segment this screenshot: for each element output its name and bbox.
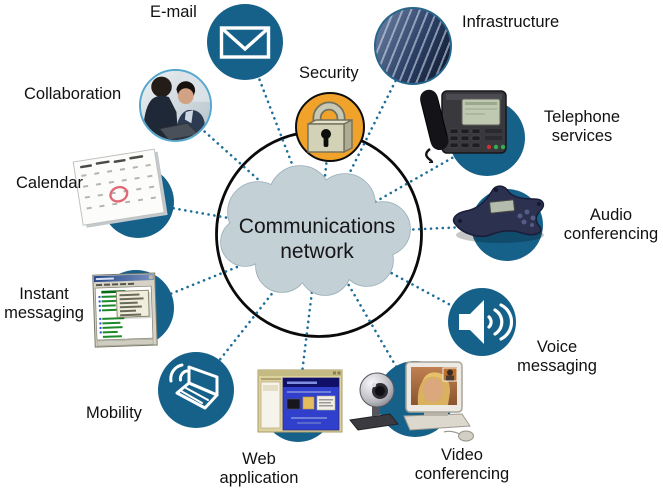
cloud-caption-line2: network <box>280 240 354 263</box>
instant-messaging-label: Instant messaging <box>4 285 84 322</box>
wireless-laptop-icon <box>169 363 219 410</box>
email-node <box>207 4 283 80</box>
security-label: Security <box>299 64 359 82</box>
webcam-monitor-photo <box>346 358 474 444</box>
calendar-sheet-photo <box>64 140 176 239</box>
audio-conferencing-label: Audio conferencing <box>563 206 659 243</box>
collaboration-label: Collaboration <box>24 85 122 103</box>
dotted-link-instant-messaging <box>131 232 321 311</box>
email-label: E-mail <box>150 3 197 21</box>
dotted-link-audio-conferencing <box>317 223 509 236</box>
cloud-shape <box>220 165 411 296</box>
infrastructure-node <box>374 7 452 85</box>
envelope-icon <box>219 26 271 59</box>
video-conferencing-label: Video conferencing <box>414 446 510 483</box>
buddy-list-screenshot <box>91 271 164 351</box>
people-meeting-photo <box>141 71 210 140</box>
voice-messaging-label: Voice messaging <box>517 338 597 375</box>
desk-phone-photo <box>412 83 514 163</box>
cloud-caption: Communications network <box>226 214 408 264</box>
padlock-icon <box>307 101 353 154</box>
web-application-label: Web application <box>219 450 299 487</box>
infrastructure-label: Infrastructure <box>462 13 560 31</box>
calendar-label: Calendar <box>16 174 83 192</box>
cloud-caption-line1: Communications <box>238 215 396 238</box>
browser-window-screenshot <box>257 369 345 436</box>
voice-messaging-node <box>448 288 516 356</box>
collaboration-node <box>139 69 212 142</box>
mobility-node <box>158 352 234 428</box>
mobility-label: Mobility <box>86 404 142 422</box>
telephone-services-label: Telephone services <box>543 108 621 145</box>
security-node <box>295 92 365 162</box>
conference-speakerphone-photo <box>446 181 550 245</box>
loudspeaker-icon <box>459 300 514 344</box>
